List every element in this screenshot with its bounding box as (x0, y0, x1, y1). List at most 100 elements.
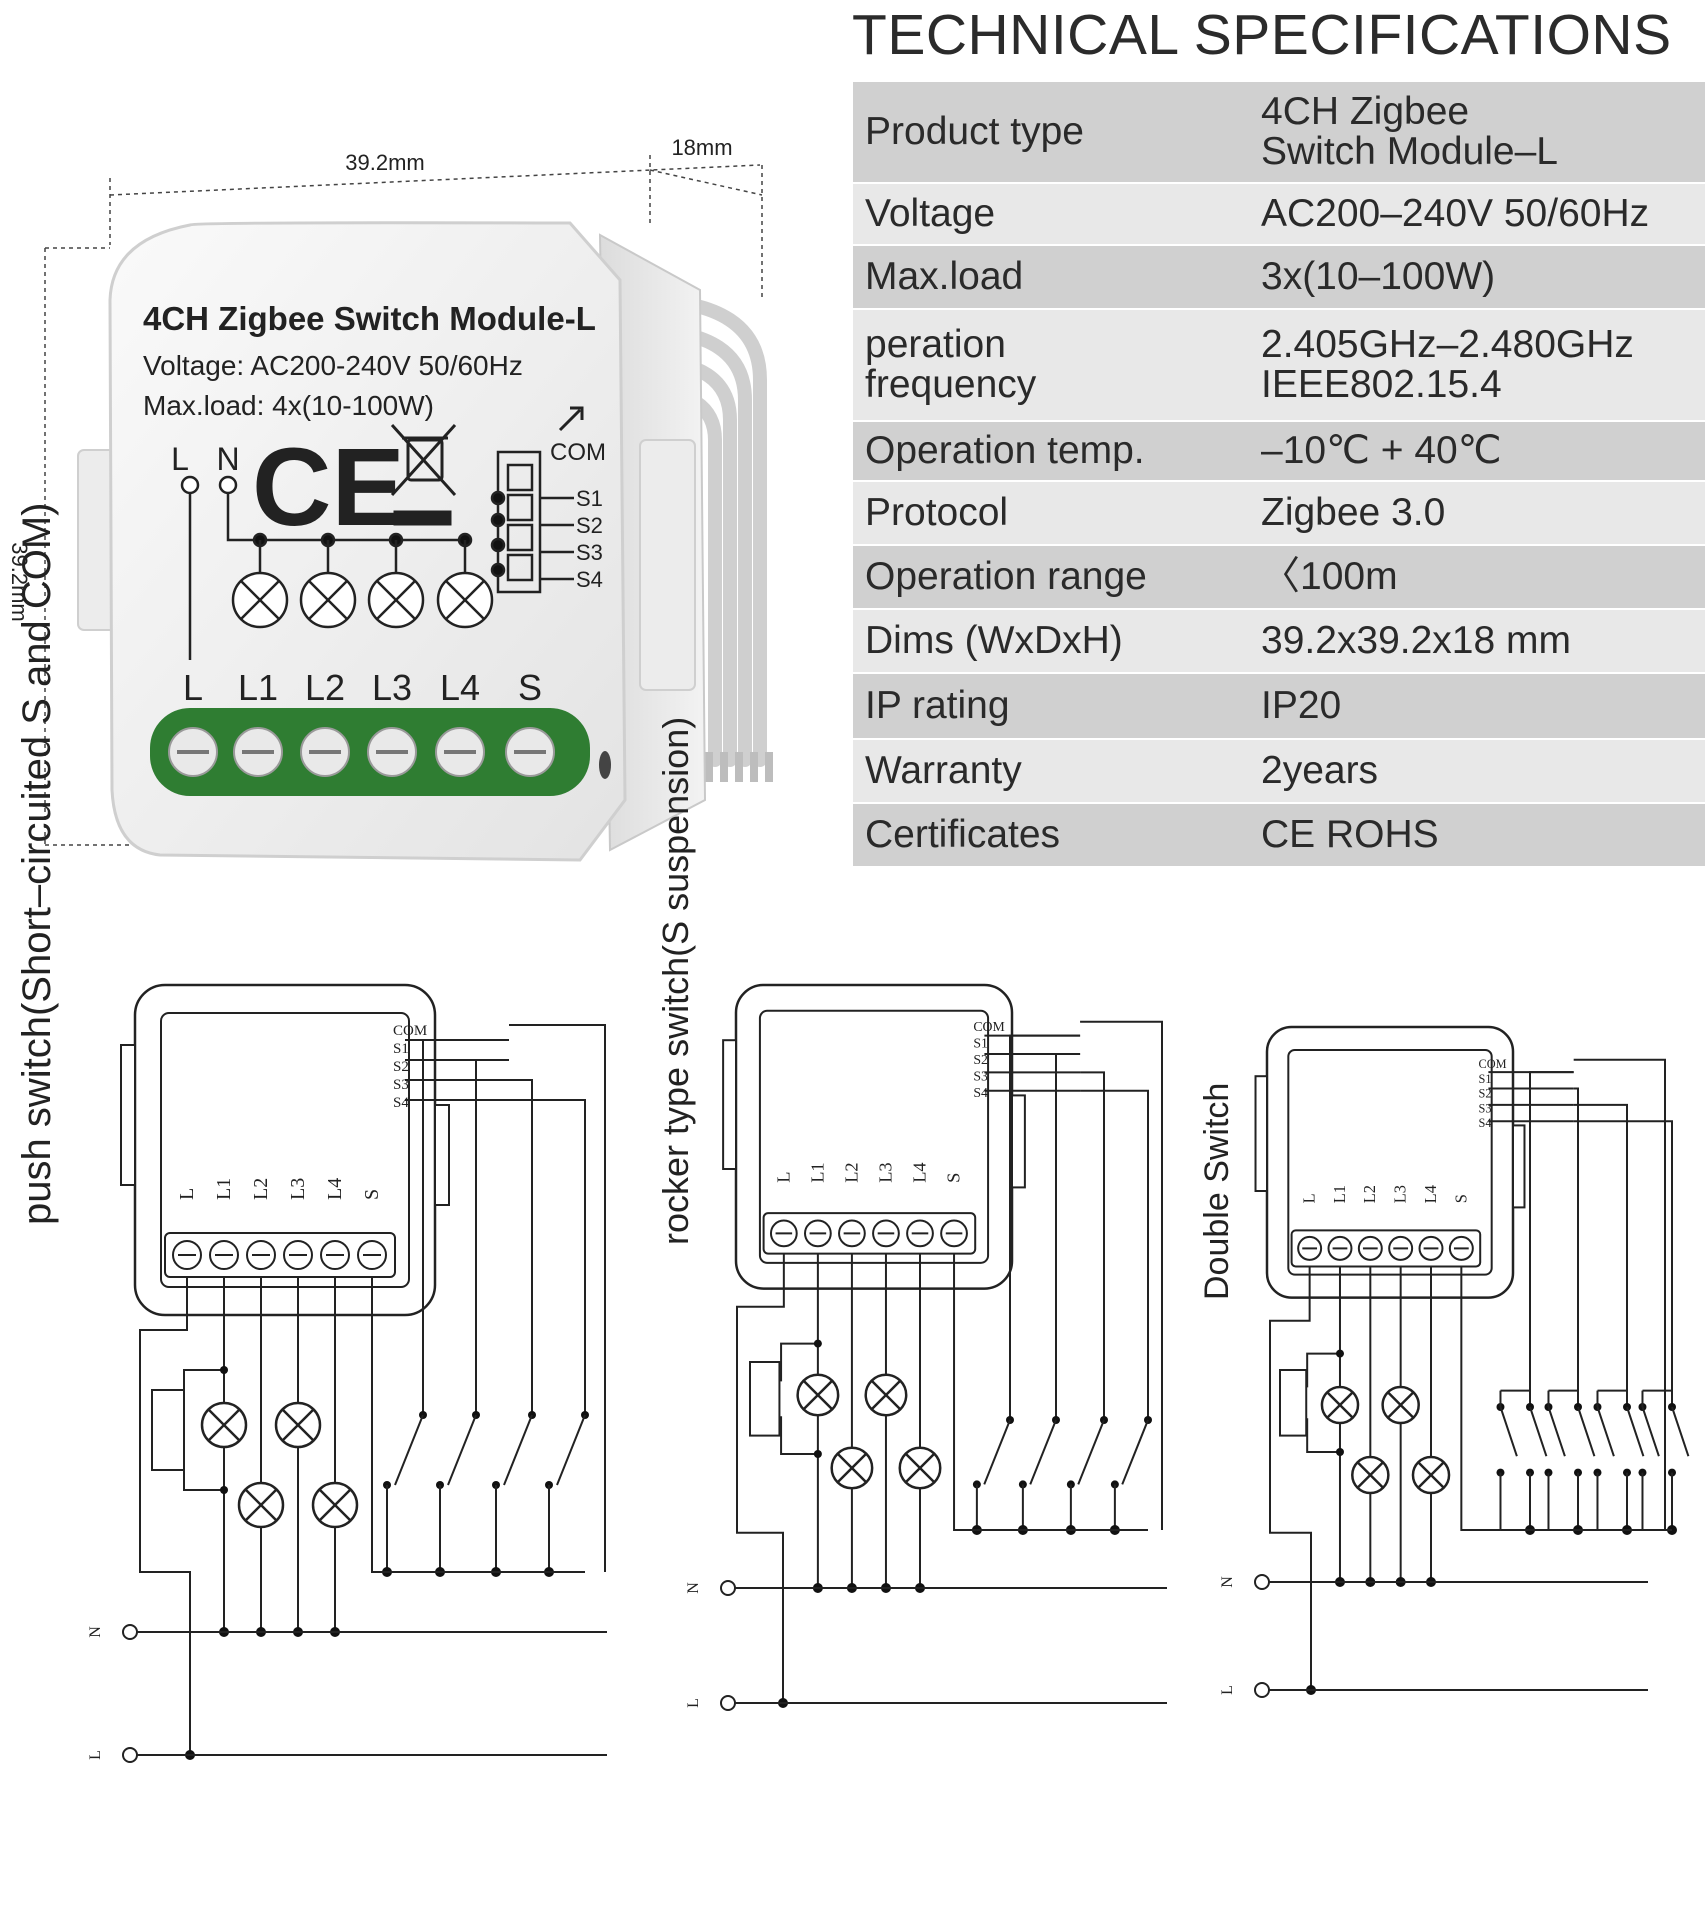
wiring-terminal-label: L3 (1391, 1185, 1410, 1203)
wire (394, 1414, 424, 1486)
wire (736, 1253, 785, 1703)
wiring-com-label: S4 (393, 1095, 409, 1111)
junction-dot (490, 512, 506, 528)
module-terminal-label: L4 (440, 667, 480, 708)
bypass-element (749, 1361, 781, 1437)
supply-terminal (720, 1580, 736, 1596)
supply-N-label: N (685, 1582, 702, 1594)
wire (779, 1416, 818, 1455)
lamp-cross (1326, 1391, 1354, 1419)
junction-dot (1335, 1448, 1344, 1456)
spec-value: 2years (1261, 749, 1379, 792)
supply-N-label: N (87, 1626, 104, 1638)
junction-dot (490, 490, 506, 506)
module-voltage-label: Voltage: AC200-240V 50/60Hz (143, 350, 523, 381)
wiring-terminal-label: L2 (250, 1178, 272, 1200)
ce-mark: CE (252, 426, 405, 549)
supply-terminal (720, 1695, 736, 1711)
wiring-module-clip (434, 1104, 450, 1206)
wiring-com-label: S3 (973, 1069, 988, 1084)
module-s-label: S2 (576, 513, 603, 538)
junction-dot (1335, 1349, 1344, 1358)
spec-label: Certificates (865, 813, 1061, 856)
wire (1547, 1406, 1566, 1457)
module-terminal-label: L (183, 667, 203, 708)
wiring-com-label: S4 (1479, 1116, 1492, 1130)
wire-ends (705, 752, 773, 782)
wiring-terminal-label: L2 (1360, 1185, 1379, 1203)
lamp-cross (1357, 1461, 1384, 1489)
wire (1573, 1087, 1579, 1407)
junction-dot (490, 562, 506, 578)
wiring-terminal-label: L1 (213, 1178, 235, 1200)
module-name-label: 4CH Zigbee Switch Module-L (143, 300, 596, 337)
lamp-cross (1417, 1461, 1445, 1489)
junction-dot (813, 1450, 822, 1458)
wire (1306, 1352, 1340, 1388)
wiring-com-label: S4 (973, 1085, 988, 1100)
supply-terminal (1254, 1682, 1270, 1698)
wiring-terminal-label: L (176, 1188, 198, 1200)
module-terminal-label: S (518, 667, 542, 708)
spec-value: Zigbee 3.0 (1261, 491, 1446, 534)
wiring-caption: rocker type switch(S suspension) (655, 717, 696, 1245)
wiring-com-label: COM (393, 1023, 427, 1039)
module-terminal-label: L1 (238, 667, 278, 708)
wiring-terminal-label: L2 (841, 1162, 861, 1182)
wiring-terminal-label: L3 (287, 1178, 309, 1200)
wiring-terminal-label: S (944, 1173, 964, 1183)
terminal-ring (180, 475, 200, 495)
wire (1121, 1419, 1149, 1485)
wire (1529, 1071, 1574, 1407)
spec-row: Operation range〈100m (853, 546, 1705, 610)
wiring-com-label: S2 (393, 1059, 409, 1075)
wire (1306, 1418, 1340, 1453)
spec-value: IP20 (1261, 684, 1342, 727)
bypass-element (1279, 1369, 1308, 1437)
wire (1577, 1406, 1596, 1457)
wiring-terminal-label: L4 (324, 1178, 346, 1200)
wiring-com-label: S2 (1479, 1087, 1492, 1101)
spec-label: IP rating (865, 684, 1010, 727)
module-N-label: N (216, 441, 239, 477)
wire (983, 1419, 1011, 1485)
lamp-cross (1387, 1391, 1414, 1419)
wire (1596, 1406, 1615, 1457)
export-arrow-icon (558, 406, 584, 432)
wire (1573, 1058, 1666, 1530)
module-maxload-label: Max.load: 4x(10-100W) (143, 390, 434, 421)
reset-led (599, 751, 611, 779)
module-s-label: S4 (576, 567, 603, 592)
wire (1080, 1020, 1163, 1530)
wire (422, 1039, 509, 1415)
wiring-terminal-label: L1 (807, 1162, 827, 1182)
wiring-terminal-label: L (773, 1172, 793, 1183)
spec-label: Product type (865, 110, 1084, 153)
spec-row: Dims (WxDxH)39.2x39.2x18 mm (853, 610, 1705, 674)
wire (1269, 1266, 1312, 1690)
wire (1460, 1266, 1501, 1531)
lamp-cross (240, 580, 280, 620)
module-s-label: S3 (576, 540, 603, 565)
wiring-com-label: S1 (1479, 1072, 1492, 1086)
side-clip (639, 439, 696, 691)
wire (1009, 1034, 1081, 1420)
wire (447, 1414, 477, 1486)
spec-value: 39.2x39.2x18 mm (1261, 619, 1572, 662)
module-illustration: 39.2mm 18mm 39.2mm 4C (7, 135, 773, 862)
wiring-module-clip (1254, 1075, 1269, 1192)
wiring-terminal-label: L3 (875, 1162, 895, 1182)
dim-depth-label: 18mm (671, 135, 732, 160)
wire (1529, 1406, 1548, 1457)
lamp-cross (282, 1409, 314, 1441)
wiring-terminal-label: S (1451, 1194, 1470, 1203)
